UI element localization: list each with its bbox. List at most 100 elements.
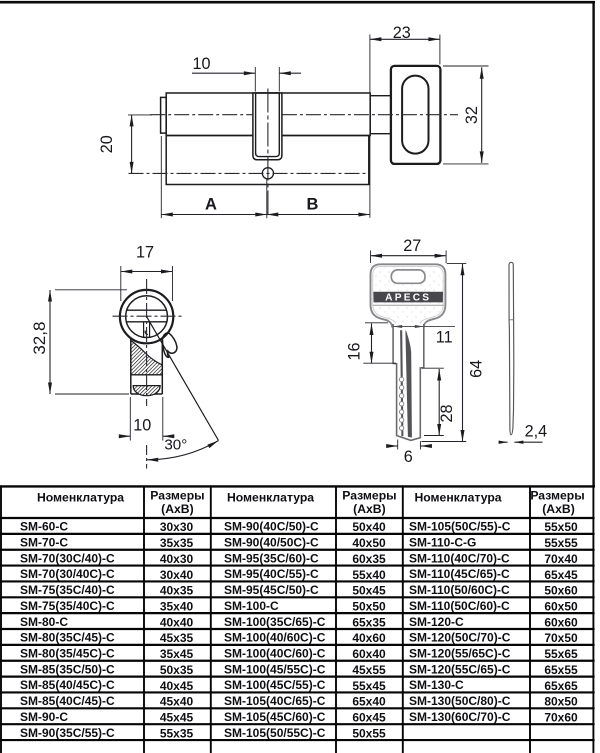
svg-text:SM-90-C: SM-90-C [20, 710, 68, 724]
svg-text:10: 10 [133, 417, 151, 435]
svg-text:27: 27 [403, 237, 421, 255]
svg-text:40x30: 40x30 [160, 552, 194, 566]
svg-text:SM-75(35C/40)-C: SM-75(35C/40)-C [20, 583, 115, 597]
svg-text:SM-120(55C/65)-C: SM-120(55C/65)-C [409, 662, 511, 676]
svg-text:SM-70-C: SM-70-C [20, 535, 68, 549]
svg-text:SM-90(35C/55)-C: SM-90(35C/55)-C [20, 726, 115, 740]
svg-text:40x60: 40x60 [352, 631, 386, 645]
svg-text:SM-80(35C/45)-C: SM-80(35C/45)-C [20, 631, 115, 645]
svg-text:SM-90(40/50C)-C: SM-90(40/50C)-C [224, 535, 319, 549]
svg-text:65x40: 65x40 [352, 695, 386, 709]
svg-text:35x45: 35x45 [160, 647, 194, 661]
svg-text:55x35: 55x35 [160, 726, 194, 740]
svg-text:SM-60-C: SM-60-C [20, 520, 68, 534]
svg-text:APECS: APECS [385, 293, 431, 304]
svg-text:64: 64 [468, 360, 486, 378]
svg-text:45x55: 45x55 [352, 663, 386, 677]
svg-text:Номенклатура: Номенклатура [414, 490, 501, 504]
svg-text:65x55: 65x55 [544, 663, 578, 677]
svg-text:11: 11 [436, 329, 453, 347]
svg-text:SM-100(45/55C)-C: SM-100(45/55C)-C [224, 662, 326, 676]
svg-text:40x45: 40x45 [160, 679, 194, 693]
svg-text:40x40: 40x40 [160, 615, 194, 629]
svg-text:55x55: 55x55 [544, 536, 578, 550]
svg-text:55x50: 55x50 [544, 520, 578, 534]
svg-text:SM-100(40C/60)-C: SM-100(40C/60)-C [224, 646, 326, 660]
svg-text:SM-100(45C/55)-C: SM-100(45C/55)-C [224, 678, 326, 692]
svg-text:SM-90(40C/50)-C: SM-90(40C/50)-C [224, 520, 319, 534]
svg-text:SM-105(45C/60)-C: SM-105(45C/60)-C [224, 710, 326, 724]
svg-text:SM-100(35C/65)-C: SM-100(35C/65)-C [224, 615, 326, 629]
svg-text:Размеры: Размеры [342, 488, 396, 502]
svg-text:55x65: 55x65 [544, 647, 578, 661]
svg-text:SM-85(40/45C)-C: SM-85(40/45C)-C [20, 678, 115, 692]
svg-text:SM-70(30/40C)-C: SM-70(30/40C)-C [20, 567, 115, 581]
svg-text:(АхВ): (АхВ) [353, 502, 386, 516]
svg-text:40x35: 40x35 [160, 584, 194, 598]
svg-text:50x40: 50x40 [352, 520, 386, 534]
svg-text:SM-110(45C/65)-C: SM-110(45C/65)-C [409, 567, 510, 581]
svg-text:2,4: 2,4 [525, 422, 548, 440]
svg-text:55x45: 55x45 [352, 679, 386, 693]
svg-text:SM-95(45C/50)-C: SM-95(45C/50)-C [224, 583, 319, 597]
svg-text:17: 17 [136, 244, 154, 262]
svg-text:60x40: 60x40 [352, 647, 386, 661]
svg-text:6: 6 [404, 448, 413, 466]
svg-text:28: 28 [438, 404, 456, 422]
svg-text:SM-105(50C/55)-C: SM-105(50C/55)-C [409, 520, 511, 534]
svg-text:45x40: 45x40 [160, 695, 194, 709]
svg-text:SM-95(35C/60)-C: SM-95(35C/60)-C [224, 551, 319, 565]
svg-text:SM-110(50/60C)-C: SM-110(50/60C)-C [409, 583, 510, 597]
svg-text:SM-95(40C/55)-C: SM-95(40C/55)-C [224, 567, 319, 581]
svg-text:40x50: 40x50 [352, 536, 386, 550]
svg-text:60x50: 60x50 [544, 600, 578, 614]
svg-text:Номенклатура: Номенклатура [227, 490, 314, 504]
svg-text:65x35: 65x35 [352, 615, 386, 629]
svg-text:SM-85(40C/45)-C: SM-85(40C/45)-C [20, 694, 115, 708]
svg-text:35x40: 35x40 [160, 600, 194, 614]
svg-text:45x35: 45x35 [160, 631, 194, 645]
svg-text:70x60: 70x60 [544, 711, 578, 725]
svg-text:SM-75(35/40C)-C: SM-75(35/40C)-C [20, 599, 115, 613]
svg-text:SM-110(40C/70)-C: SM-110(40C/70)-C [409, 551, 510, 565]
svg-text:Номенклатура: Номенклатура [37, 490, 124, 504]
svg-text:45x45: 45x45 [160, 711, 194, 725]
svg-text:23: 23 [393, 24, 411, 42]
svg-text:35x35: 35x35 [160, 536, 194, 550]
svg-text:70x40: 70x40 [544, 552, 578, 566]
svg-text:SM-120(50C/70)-C: SM-120(50C/70)-C [409, 631, 511, 645]
svg-text:50x55: 50x55 [352, 726, 386, 740]
svg-text:50x50: 50x50 [352, 600, 386, 614]
svg-text:SM-100(40/60C)-C: SM-100(40/60C)-C [224, 631, 326, 645]
svg-text:60x35: 60x35 [352, 552, 386, 566]
svg-text:65x65: 65x65 [544, 679, 578, 693]
svg-text:50x60: 50x60 [544, 584, 578, 598]
svg-text:10: 10 [192, 55, 210, 73]
svg-text:Размеры: Размеры [150, 488, 204, 502]
svg-text:20: 20 [98, 135, 116, 153]
svg-text:16: 16 [346, 342, 364, 360]
svg-text:SM-120-C: SM-120-C [409, 615, 464, 629]
svg-text:70x50: 70x50 [544, 631, 578, 645]
svg-text:SM-105(50/55C)-C: SM-105(50/55C)-C [224, 726, 326, 740]
svg-text:60x60: 60x60 [544, 615, 578, 629]
svg-text:A: A [205, 196, 217, 214]
svg-text:B: B [307, 196, 319, 214]
svg-text:Размеры: Размеры [530, 488, 584, 502]
svg-text:SM-80(35/45C)-C: SM-80(35/45C)-C [20, 646, 115, 660]
svg-text:50x45: 50x45 [352, 584, 386, 598]
svg-text:32,8: 32,8 [30, 322, 49, 355]
svg-text:30x30: 30x30 [160, 520, 194, 534]
svg-text:80x50: 80x50 [544, 695, 578, 709]
svg-text:30°: 30° [164, 437, 187, 454]
svg-text:(АхВ): (АхВ) [161, 502, 194, 516]
svg-text:65x45: 65x45 [544, 568, 578, 582]
svg-text:55x40: 55x40 [352, 568, 386, 582]
svg-text:SM-120(55/65C)-C: SM-120(55/65C)-C [409, 646, 511, 660]
svg-text:60x45: 60x45 [352, 711, 386, 725]
svg-text:SM-80-C: SM-80-C [20, 615, 68, 629]
svg-text:SM-85(35C/50)-C: SM-85(35C/50)-C [20, 662, 115, 676]
svg-text:SM-130(50C/80)-C: SM-130(50C/80)-C [409, 694, 511, 708]
svg-text:SM-100-C: SM-100-C [224, 599, 279, 613]
svg-text:SM-130-C: SM-130-C [409, 678, 464, 692]
